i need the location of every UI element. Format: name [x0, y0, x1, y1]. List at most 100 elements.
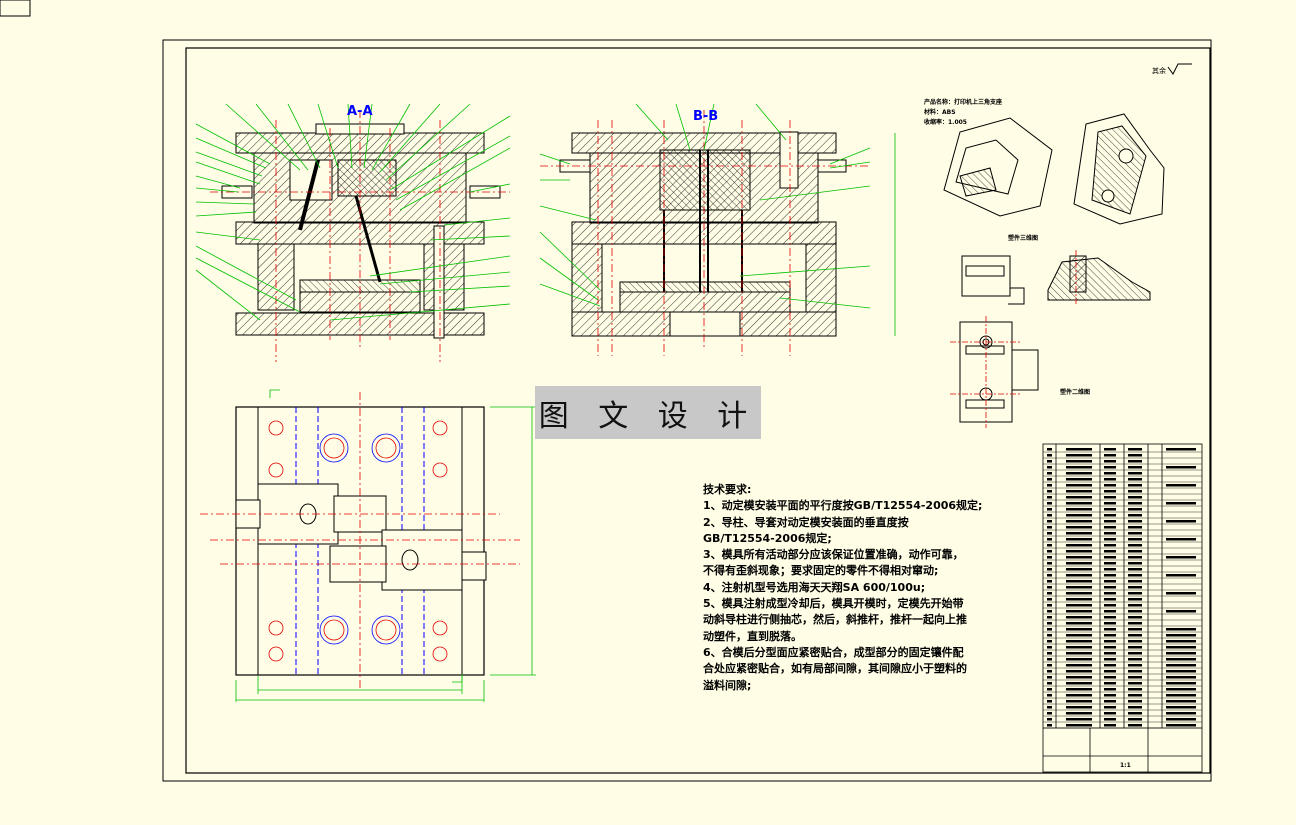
- title-block-cell-text: [1047, 472, 1052, 475]
- caption-3d: 塑件三维图: [1008, 235, 1039, 242]
- title-block-cell-text: [1128, 520, 1142, 523]
- title-block-cell-text: [1128, 454, 1142, 457]
- title-block-cell-text: [1166, 676, 1196, 679]
- title-block-cell-text: [1166, 652, 1196, 655]
- title-block-cell-text: [1104, 454, 1116, 457]
- title-block-cell-text: [1128, 574, 1142, 577]
- title-block-cell-text: [1128, 652, 1142, 655]
- title-block-cell-text: [1128, 502, 1142, 505]
- tech-line: 2、导柱、导套对动定模安装面的垂直度按: [703, 515, 909, 529]
- title-block-cell-text: [1066, 460, 1092, 463]
- title-block-cell-text: [1066, 610, 1092, 613]
- title-block-cell-text: [1128, 448, 1142, 451]
- title-block-cell-text: [1104, 484, 1116, 487]
- title-block-cell-text: [1047, 562, 1052, 565]
- title-block-cell-text: [1047, 484, 1052, 487]
- title-block-cell-text: [1166, 556, 1196, 559]
- title-block-cell-text: [1047, 604, 1052, 607]
- title-block-cell-text: [1066, 706, 1092, 709]
- title-block-cell-text: [1066, 652, 1092, 655]
- title-block-cell-text: [1104, 448, 1116, 451]
- title-block-cell-text: [1066, 574, 1092, 577]
- title-block-cell-text: [1128, 640, 1142, 643]
- watermark-box: 图 文 设 计: [535, 386, 761, 439]
- title-block-cell-text: [1128, 616, 1142, 619]
- title-block-cell-text: [1128, 484, 1142, 487]
- title-block-cell-text: [1128, 718, 1142, 721]
- title-block-cell-text: [1066, 550, 1092, 553]
- title-block-cell-text: [1104, 712, 1116, 715]
- title-block-cell-text: [1047, 586, 1052, 589]
- title-block-cell-text: [1166, 712, 1196, 715]
- title-block-cell-text: [1104, 514, 1116, 517]
- outer-border: [162, 39, 1212, 782]
- title-block-cell-text: [1128, 700, 1142, 703]
- title-block-cell-text: [1047, 496, 1052, 499]
- title-block-cell-text: [1066, 472, 1092, 475]
- title-block-cell-text: [1128, 580, 1142, 583]
- title-block-cell-text: [1104, 496, 1116, 499]
- title-block-cell-text: [1066, 688, 1092, 691]
- title-block-cell-text: [1104, 664, 1116, 667]
- tech-line: 5、模具注射成型冷却后，模具开模时，定模先开始带: [703, 597, 964, 611]
- title-block-cell-text: [1066, 562, 1092, 565]
- title-block-cell-text: [1066, 646, 1092, 649]
- title-block-cell-text: [1128, 526, 1142, 529]
- title-block-cell-text: [1166, 640, 1196, 643]
- tech-line: 不得有歪斜现象；要求固定的零件不得相对窜动;: [703, 564, 939, 578]
- title-block-cell-text: [1166, 592, 1196, 595]
- title-block-cell-text: [1066, 634, 1092, 637]
- title-block-cell-text: [1104, 508, 1116, 511]
- title-block-cell-text: [1166, 670, 1196, 673]
- title-block-cell-text: [1047, 640, 1052, 643]
- title-block-cell-text: [1066, 466, 1092, 469]
- title-block-cell-text: [1047, 700, 1052, 703]
- title-block-cell-text: [1166, 634, 1196, 637]
- title-block-cell-text: [1047, 508, 1052, 511]
- title-block-cell-text: [1128, 538, 1142, 541]
- title-block-cell-text: [1066, 538, 1092, 541]
- title-block-cell-text: [1047, 454, 1052, 457]
- title-block-cell-text: [1128, 562, 1142, 565]
- title-block-cell-text: [1104, 646, 1116, 649]
- part-2d-views: [950, 250, 1151, 428]
- caption-2d: 塑件二维图: [1060, 389, 1091, 396]
- plan-view: [200, 389, 536, 702]
- title-block-cell-text: [1104, 532, 1116, 535]
- title-block-cell-text: [1047, 574, 1052, 577]
- title-block-cell-text: [1047, 694, 1052, 697]
- title-block-cell-text: [1128, 610, 1142, 613]
- title-block-cell-text: [1104, 724, 1116, 727]
- tech-requirements: 技术要求: 1、动定模安装平面的平行度按GB/T12554-2006规定; 2、…: [703, 482, 1013, 694]
- title-block-cell-text: [1104, 562, 1116, 565]
- title-block-cell-text: [1047, 676, 1052, 679]
- title-block-cell-text: [1166, 646, 1196, 649]
- title-block-cell-text: [1128, 496, 1142, 499]
- title-block-cell-text: [1104, 574, 1116, 577]
- title-block-cell-text: [1104, 682, 1116, 685]
- title-block-cell-text: [1166, 484, 1196, 487]
- title-block-cell-text: [1166, 718, 1196, 721]
- title-block-cell-text: [1104, 538, 1116, 541]
- title-block-cell-text: [1047, 550, 1052, 553]
- title-block-cell-text: [1066, 670, 1092, 673]
- title-block-cell-text: [1066, 586, 1092, 589]
- title-block-cell-text: [1104, 610, 1116, 613]
- title-block-cell-text: [1104, 688, 1116, 691]
- title-block-cell-text: [1047, 568, 1052, 571]
- title-block-cell-text: [1104, 472, 1116, 475]
- title-block-cell-text: [1128, 604, 1142, 607]
- title-block-cell-text: [1066, 544, 1092, 547]
- title-block-cell-text: [1104, 568, 1116, 571]
- title-block-cell-text: [1047, 490, 1052, 493]
- title-block-cell-text: [1047, 634, 1052, 637]
- title-block-cell-text: [1128, 634, 1142, 637]
- title-block-cell-text: [1104, 592, 1116, 595]
- title-block-cell-text: [1104, 652, 1116, 655]
- part-info-shrinkage: 收缩率：1.005: [924, 119, 967, 126]
- title-block-cell-text: [1047, 448, 1052, 451]
- title-block-cell-text: [1128, 676, 1142, 679]
- title-block-cell-text: [1166, 688, 1196, 691]
- title-block-cell-text: [1047, 622, 1052, 625]
- title-block-cell-text: [1047, 706, 1052, 709]
